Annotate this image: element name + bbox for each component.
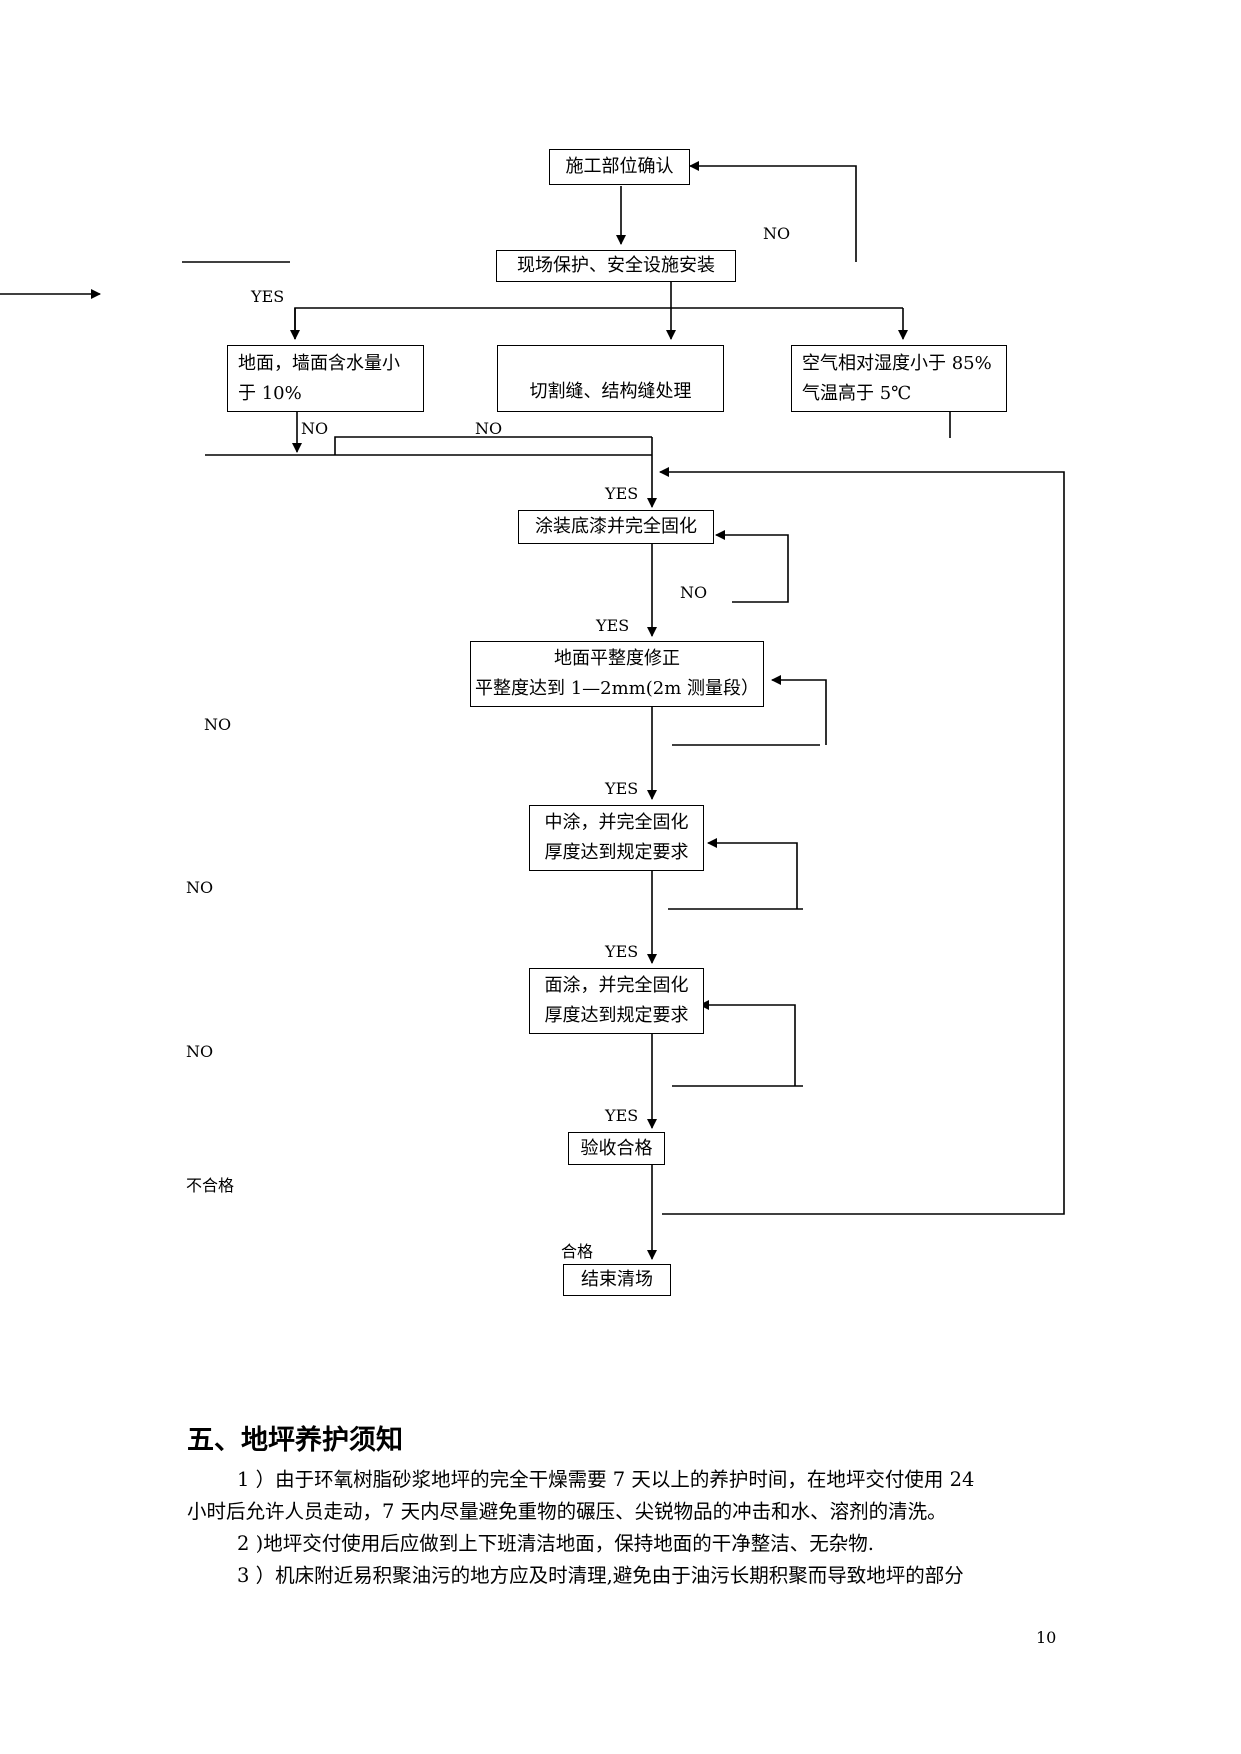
label-fail: 不合格 — [186, 1176, 235, 1195]
section-title: 五、地坪养护须知 — [187, 1425, 403, 1456]
arrow-loop-fail — [659, 467, 1065, 1215]
box-level: 地面平整度修正 平整度达到 1—2mm(2m 测量段） — [470, 641, 764, 707]
label-yes-branch: YES — [251, 287, 285, 306]
box-confirm-text: 施工部位确认 — [565, 156, 674, 177]
box-moisture: 地面，墙面含水量小 于 10% — [227, 345, 424, 412]
box-moisture-line1: 地面，墙面含水量小 — [238, 352, 400, 374]
box-top-line1: 面涂，并完全固化 — [544, 975, 689, 996]
box-level-line1: 地面平整度修正 — [554, 648, 680, 669]
label-yes-mid: YES — [605, 779, 639, 798]
box-joints-text: 切割缝、结构缝处理 — [529, 381, 692, 402]
box-finish: 结束清场 — [563, 1264, 671, 1296]
arrow-loop-confirm — [689, 161, 857, 262]
arrow-loop-primer — [715, 530, 789, 603]
merge-line-2 — [334, 436, 652, 455]
box-joints: 切割缝、结构缝处理 — [497, 345, 724, 412]
box-mid-line1: 中涂，并完全固化 — [544, 812, 689, 833]
label-no-level: NO — [204, 715, 232, 734]
box-mid: 中涂，并完全固化 厚度达到规定要求 — [529, 805, 704, 871]
paragraph-line-1: 1 ）由于环氧树脂砂浆地坪的完全干燥需要 7 天以上的养护时间，在地坪交付使用 … — [237, 1468, 975, 1491]
box-confirm: 施工部位确认 — [549, 149, 690, 185]
label-no-mid: NO — [186, 878, 214, 897]
label-yes-top: YES — [605, 942, 639, 961]
label-yes-primer: YES — [605, 484, 639, 503]
paragraph-line-3: 2 )地坪交付使用后应做到上下班清洁地面，保持地面的干净整洁、无杂物. — [237, 1532, 874, 1555]
label-no-top: NO — [763, 224, 791, 243]
label-no-primer: NO — [680, 583, 708, 602]
box-mid-line2: 厚度达到规定要求 — [544, 842, 689, 863]
box-finish-text: 结束清场 — [581, 1269, 653, 1290]
box-level-line2: 平整度达到 1—2mm(2m 测量段） — [474, 678, 760, 699]
label-no-joints: NO — [475, 419, 503, 438]
paragraph-line-2: 小时后允许人员走动，7 天内尽量避免重物的碾压、尖锐物品的冲击和水、溶剂的清洗。 — [187, 1500, 947, 1523]
box-accept: 验收合格 — [568, 1132, 665, 1165]
box-humidity: 空气相对湿度小于 85% 气温高于 5℃ — [791, 345, 1007, 412]
flowchart-connectors — [0, 161, 1065, 1260]
label-yes-level: YES — [596, 616, 630, 635]
label-no-moisture: NO — [301, 419, 329, 438]
box-accept-text: 验收合格 — [580, 1137, 653, 1159]
box-protect: 现场保护、安全设施安装 — [496, 250, 736, 282]
arrow-loop-level — [771, 675, 827, 745]
arrow-loop-mid — [707, 838, 798, 909]
box-top-line2: 厚度达到规定要求 — [544, 1005, 689, 1026]
box-humidity-line2: 气温高于 5℃ — [802, 382, 912, 404]
box-top: 面涂，并完全固化 厚度达到规定要求 — [529, 968, 704, 1034]
arrow-loop-top — [699, 1000, 796, 1086]
label-pass: 合格 — [561, 1242, 594, 1261]
paragraph-line-4: 3 ）机床附近易积聚油污的地方应及时清理,避免由于油污长期积聚而导致地坪的部分 — [237, 1564, 964, 1587]
label-yes-accept: YES — [605, 1106, 639, 1125]
label-no-top-coat: NO — [186, 1042, 214, 1061]
page-number: 10 — [1036, 1628, 1057, 1647]
box-moisture-line2: 于 10% — [238, 382, 302, 404]
branch-horizontal — [294, 307, 903, 339]
box-protect-text: 现场保护、安全设施安装 — [517, 255, 715, 276]
box-primer-text: 涂装底漆并完全固化 — [535, 516, 697, 537]
box-humidity-line1: 空气相对湿度小于 85% — [802, 352, 992, 374]
flowchart: 施工部位确认 现场保护、安全设施安装 地面，墙面含水量小 于 10% 切割缝、结… — [0, 149, 1065, 1296]
box-primer: 涂装底漆并完全固化 — [518, 510, 714, 544]
